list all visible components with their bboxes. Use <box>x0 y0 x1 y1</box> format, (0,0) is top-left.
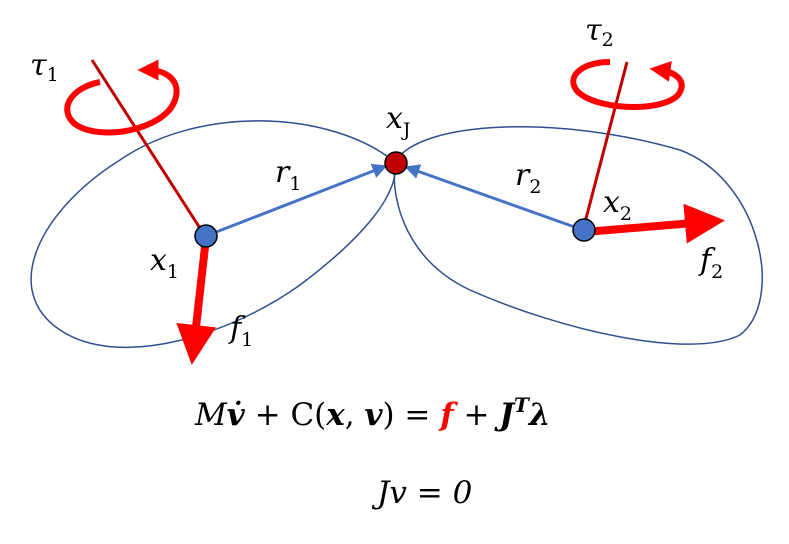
body-2-center-point <box>572 218 596 242</box>
label-f1: f1 <box>228 311 253 351</box>
torque-axis-2 <box>581 61 629 231</box>
force-f1 <box>176 237 217 365</box>
equation-dynamics: Mv̇ + C(x, v) = f + JTλ <box>194 393 551 433</box>
force-f2 <box>584 203 725 244</box>
label-tau2: τ2 <box>585 13 614 51</box>
label-x1: x1 <box>150 243 179 283</box>
label-f2: f2 <box>698 243 723 283</box>
label-x2: x2 <box>603 185 632 225</box>
torque-axis-1 <box>90 59 207 237</box>
label-tau1: τ1 <box>30 48 59 86</box>
label-xJ: xJ <box>386 101 411 141</box>
equation-constraint: Jv = 0 <box>371 475 472 511</box>
body-1-outline <box>30 120 397 349</box>
vector-r2 <box>404 164 584 232</box>
joint-point <box>384 151 408 175</box>
vector-r1 <box>205 163 388 238</box>
torque-rotation-1 <box>64 59 180 136</box>
torque-rotation-2 <box>570 59 685 110</box>
torque-rotation-2-head <box>640 70 660 82</box>
body-1-center-point <box>194 224 218 248</box>
body-2-outline <box>393 126 763 345</box>
label-r1: r1 <box>275 155 301 195</box>
label-r2: r2 <box>515 158 541 198</box>
